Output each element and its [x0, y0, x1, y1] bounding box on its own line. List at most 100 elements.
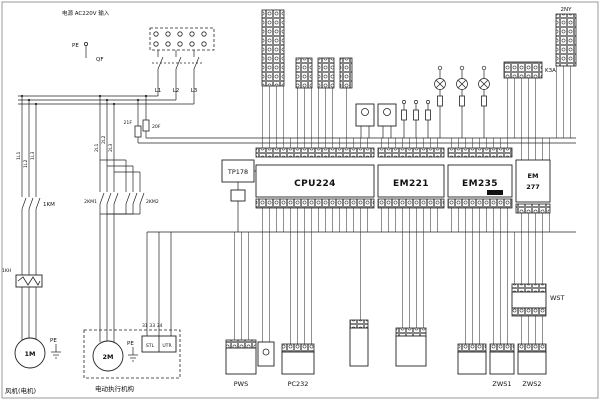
indicator-section: K3A 2NY	[434, 7, 577, 138]
pc232-terminals	[281, 343, 315, 353]
em235-lower-terminals	[447, 198, 513, 209]
wire-bundle	[378, 208, 444, 232]
actuator-terminal-numbers: 31 33 34	[142, 323, 163, 329]
terminal-block-b	[317, 57, 335, 89]
wire-bundle	[256, 138, 374, 148]
motor-1m-symbol	[14, 337, 46, 369]
control-fuse-wires	[134, 96, 150, 143]
wire-bundle	[262, 86, 284, 138]
em277-label-line1: EM	[528, 172, 539, 180]
transducer-a-terminals	[349, 319, 369, 329]
em235-input-terminals	[447, 147, 513, 158]
relay-drop-wires	[360, 126, 392, 138]
em235-dip-switch	[487, 190, 503, 195]
pws-terminals	[225, 339, 257, 349]
rail-1l3-label: 1L3	[30, 152, 36, 160]
wire-bundle	[514, 232, 546, 284]
pws-label: PWS	[234, 380, 248, 388]
em277-terminals	[515, 203, 551, 214]
hmi-tp178-label: TP178	[227, 168, 248, 176]
relay-box-a	[355, 103, 375, 127]
stl-label: STL	[146, 343, 155, 349]
rail-1l1-label: 1L1	[16, 152, 22, 160]
em277-module	[515, 159, 551, 203]
cpu-output-terminals	[255, 198, 375, 209]
transducer-b-box	[395, 335, 427, 367]
thermal-relay-1kh-symbol	[15, 274, 43, 288]
zws2-terminals	[517, 343, 547, 353]
relay-k3a-block	[503, 61, 543, 79]
wire-bundle	[318, 88, 334, 138]
cpu224-label: CPU224	[294, 179, 336, 189]
feeder1-section: 1L1 1L2 1L3 1KM 1KH 1M PE 风机(电机)	[2, 96, 61, 395]
marshalling-section	[261, 9, 431, 138]
instrument1-box	[457, 351, 487, 375]
zws2-label: ZWS2	[522, 380, 541, 388]
k3a-label: K3A	[545, 68, 556, 74]
zws2-box	[517, 351, 547, 375]
feeder1-wires	[21, 96, 41, 342]
terminal-strip-tall	[261, 9, 285, 87]
cpu-input-terminals	[255, 147, 375, 158]
motor1-pe-label: PE	[50, 338, 57, 344]
terminal-block-c	[339, 57, 353, 89]
em235-label: EM235	[462, 179, 498, 189]
instrument1-terminals	[457, 343, 487, 353]
rail-1l2-label: 1L2	[23, 160, 29, 168]
em221-input-terminals	[377, 147, 445, 158]
connector-2ny-block	[555, 13, 577, 67]
motor1-ground-icon	[51, 344, 61, 359]
wire-bundle	[448, 208, 512, 232]
wire-bundle	[518, 316, 546, 344]
incoming-terminal-block	[149, 27, 215, 51]
motor1-caption: 风机(电机)	[5, 386, 36, 395]
cpu224-module	[255, 164, 375, 198]
feeder2-section: 2L1 2L2 2L3 2KM1 2KM2 2M PE STL UTR 31 3…	[83, 96, 181, 393]
breaker-qf-symbol	[152, 50, 202, 84]
wst-upper-terminals	[511, 283, 547, 293]
wire-bundle	[460, 232, 484, 344]
wire-bundle	[340, 88, 352, 138]
wire-bundle	[262, 232, 274, 342]
wire-bundle	[284, 232, 314, 344]
motor2-ground-icon	[128, 347, 138, 362]
wst-lower-terminals	[511, 307, 547, 317]
utr-label: UTR	[162, 343, 172, 349]
em221-module	[377, 164, 445, 198]
motor2-pe-label: PE	[127, 341, 134, 347]
motor2-caption: 电动执行机构	[95, 384, 135, 393]
wire-bundle	[504, 78, 542, 138]
phase-bus-wires	[18, 84, 195, 105]
field-devices-section: PWS PC232 ZWS1 WST ZW	[225, 232, 565, 388]
wire-bundle	[448, 138, 512, 148]
pe-label: PE	[72, 43, 79, 49]
wire-bundle	[354, 232, 366, 320]
contactor-2km2-label: 2KM2	[146, 199, 159, 205]
motor-2m-symbol	[92, 340, 124, 372]
incoming-terminal-contacts	[153, 31, 207, 47]
feedback-wires	[146, 232, 172, 336]
wire-bundle	[556, 66, 576, 138]
wire-bundle	[492, 232, 512, 344]
em221-lower-terminals	[377, 198, 445, 209]
qf-label: QF	[96, 57, 104, 63]
wire-bundle	[516, 138, 550, 160]
terminal-block-a	[295, 57, 313, 89]
pws-box	[225, 347, 257, 375]
zws1-box	[489, 351, 515, 375]
pe-terminal-icon	[84, 42, 89, 47]
wst-label: WST	[550, 294, 565, 302]
motor-1m-label: 1M	[25, 350, 36, 358]
contactor-1km-label: 1KM	[43, 202, 55, 208]
rail-2l1-label: 2L1	[94, 144, 100, 152]
aux-fuse-group	[401, 100, 431, 138]
indicator-lamp-icons	[434, 65, 490, 138]
pc232-label: PC232	[288, 380, 309, 388]
fuse-21f-label: 21F	[124, 120, 133, 126]
power-section: 电源 AC220V 输入 PE QF L1 L2 L3	[18, 9, 215, 143]
rail-2l3-label: 2L3	[108, 144, 114, 152]
power-input-label: 电源 AC220V 输入	[62, 9, 110, 17]
em277-label-line2: 277	[526, 183, 540, 191]
feeder2-wires	[99, 96, 145, 342]
